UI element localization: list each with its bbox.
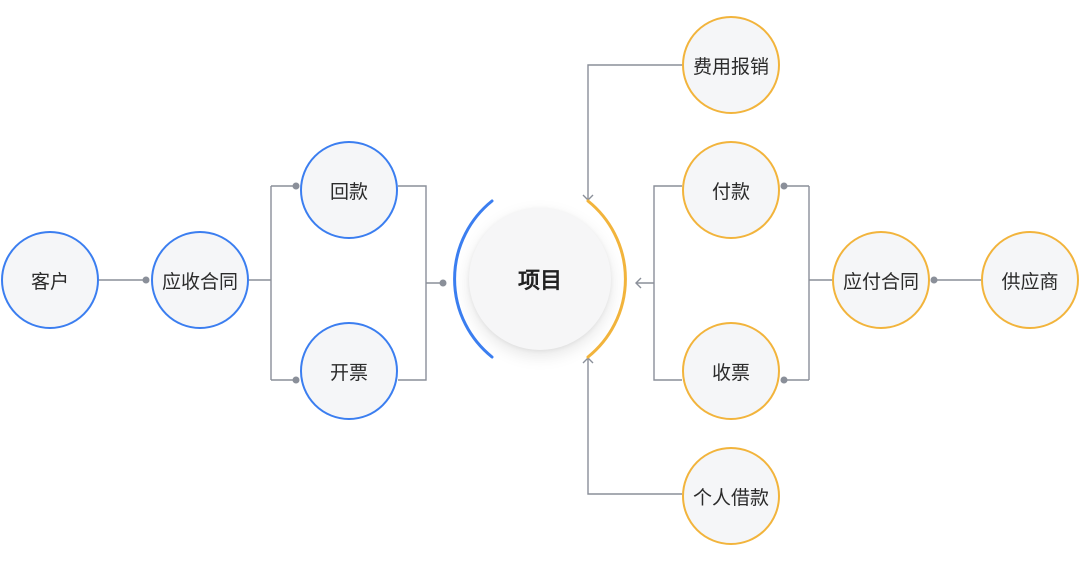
connector-lines [99, 64, 981, 495]
connector-dot [780, 182, 788, 190]
kaipiao-node[interactable]: 开票 [300, 322, 398, 420]
expense-label: 费用报销 [692, 55, 769, 78]
project-label: 项目 [517, 269, 562, 294]
fukuan-node[interactable]: 付款 [682, 141, 780, 239]
connector-dot [292, 182, 300, 190]
loan-node[interactable]: 个人借款 [682, 447, 780, 545]
connector-payable-branches [784, 185, 832, 381]
connector-receivable-branches [249, 185, 296, 381]
receivable-contract-label: 应收合同 [161, 270, 238, 293]
kaipiao-label: 开票 [329, 361, 368, 384]
customer-label: 客户 [30, 270, 69, 293]
shoupiao-label: 收票 [711, 361, 750, 384]
connector-dots [142, 182, 938, 384]
right-arc [586, 199, 627, 359]
connector-right-branches-project [636, 185, 682, 381]
left-arc [453, 199, 494, 359]
supplier-node[interactable]: 供应商 [981, 231, 1079, 329]
receivable-contract-node[interactable]: 应收合同 [151, 231, 249, 329]
huikuan-node[interactable]: 回款 [300, 141, 398, 239]
connector-dot [439, 279, 447, 287]
connector-branches-project [398, 185, 443, 381]
connector-dot [142, 276, 150, 284]
loan-label: 个人借款 [692, 486, 769, 509]
shoupiao-node[interactable]: 收票 [682, 322, 780, 420]
customer-node[interactable]: 客户 [1, 231, 99, 329]
payable-contract-label: 应付合同 [842, 270, 919, 293]
supplier-label: 供应商 [1001, 270, 1059, 293]
fukuan-label: 付款 [711, 180, 750, 203]
huikuan-label: 回款 [329, 180, 368, 203]
connector-dot [930, 276, 938, 284]
payable-contract-node[interactable]: 应付合同 [832, 231, 930, 329]
connector-dot [292, 376, 300, 384]
expense-node[interactable]: 费用报销 [682, 16, 780, 114]
connector-expense-project [587, 64, 682, 200]
connector-loan-project [587, 358, 682, 495]
connector-dot [780, 376, 788, 384]
project-node[interactable]: 项目 [469, 208, 611, 350]
arrow-into-project-right [635, 277, 642, 289]
